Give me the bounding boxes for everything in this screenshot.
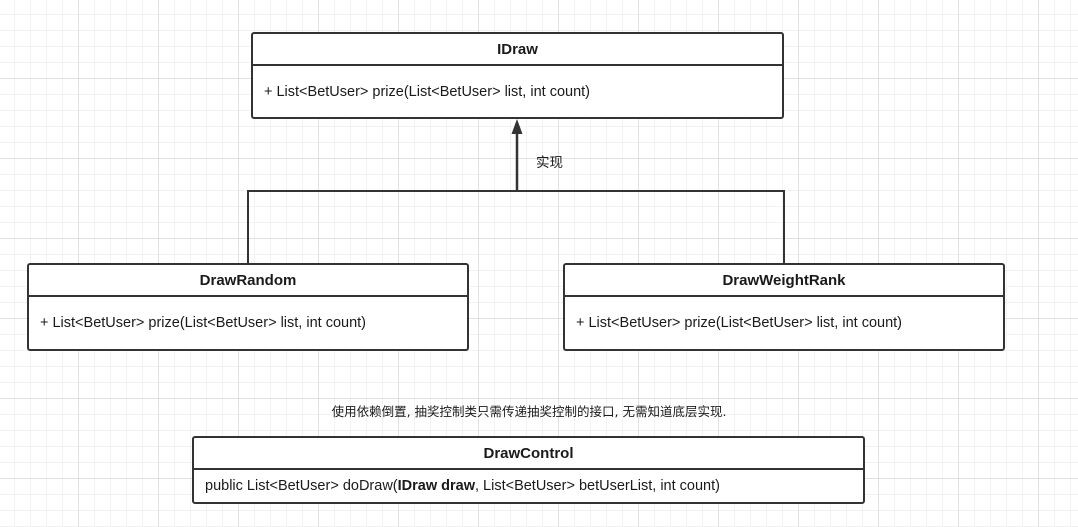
do-draw-suffix: , List<BetUser> betUserList, int count) — [474, 478, 720, 494]
do-draw-param-draw: IDraw draw — [397, 478, 475, 494]
draw-control-box-method: public List<BetUser> doDraw(IDraw draw, … — [194, 470, 863, 502]
relation-label: 实现 — [536, 155, 563, 171]
design-note: 使用依赖倒置, 抽奖控制类只需传递抽奖控制的接口, 无需知道底层实现. — [331, 404, 727, 419]
draw-weight-rank-box-title: DrawWeightRank — [565, 265, 1003, 297]
inheritance-line-left — [247, 190, 517, 263]
arrowhead-icon — [511, 119, 523, 134]
draw-random-box-title: DrawRandom — [29, 265, 467, 297]
inheritance-line-right — [517, 190, 785, 263]
draw-random-box[interactable]: DrawRandom + List<BetUser> prize(List<Be… — [27, 263, 469, 351]
draw-weight-rank-box-method: + List<BetUser> prize(List<BetUser> list… — [576, 315, 902, 331]
interface-box-method: + List<BetUser> prize(List<BetUser> list… — [264, 83, 590, 100]
draw-control-box[interactable]: DrawControl public List<BetUser> doDraw(… — [192, 436, 865, 504]
draw-control-box-title: DrawControl — [194, 438, 863, 470]
draw-random-box-method: + List<BetUser> prize(List<BetUser> list… — [40, 315, 366, 331]
interface-box[interactable]: IDraw + List<BetUser> prize(List<BetUser… — [251, 32, 784, 119]
do-draw-prefix: public List<BetUser> doDraw( — [205, 478, 398, 494]
draw-weight-rank-box[interactable]: DrawWeightRank + List<BetUser> prize(Lis… — [563, 263, 1005, 351]
interface-box-title: IDraw — [253, 34, 782, 66]
